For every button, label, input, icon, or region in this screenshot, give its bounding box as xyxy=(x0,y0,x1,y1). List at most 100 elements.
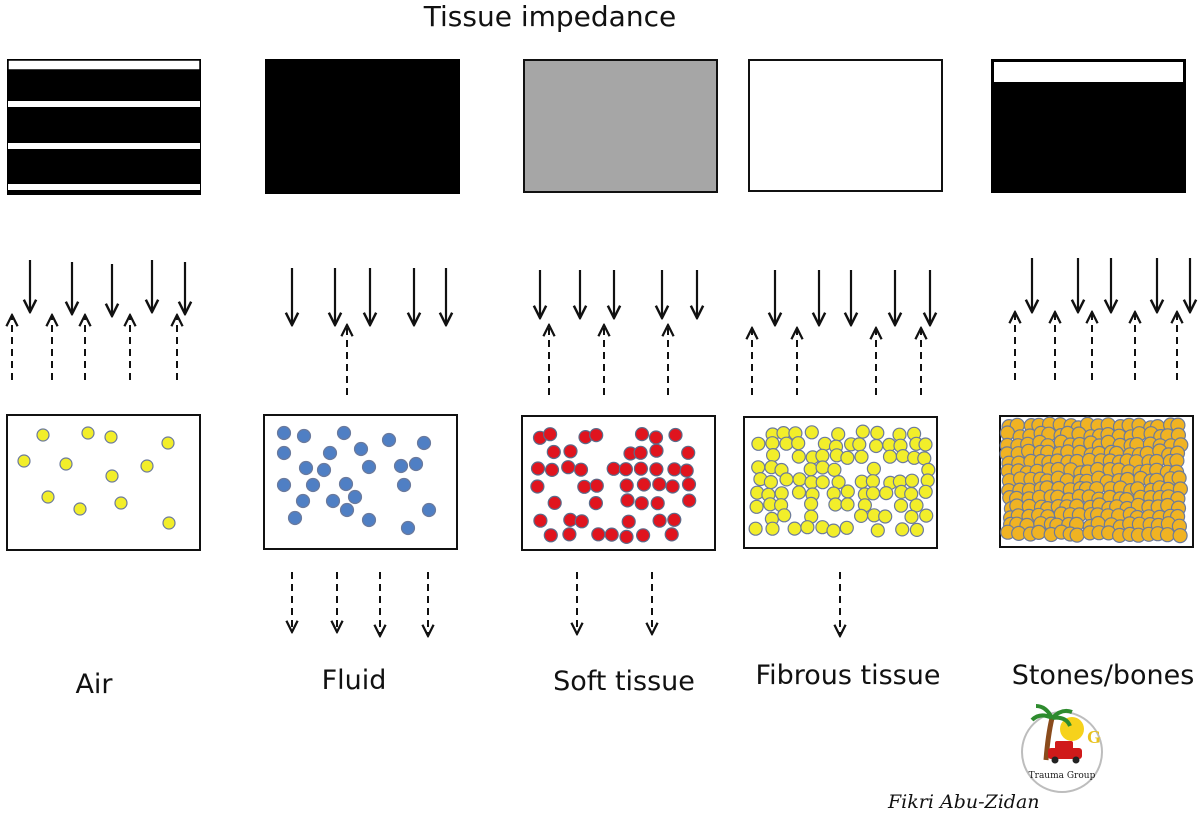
particle xyxy=(667,462,682,477)
particle xyxy=(298,460,314,476)
particle xyxy=(840,484,855,499)
particle xyxy=(36,428,50,442)
particle xyxy=(338,476,354,492)
particle xyxy=(530,461,546,476)
particle xyxy=(381,432,397,448)
particle xyxy=(791,485,807,500)
wave-arrows xyxy=(12,258,1190,636)
particle xyxy=(546,444,561,460)
particle xyxy=(854,449,869,464)
particle xyxy=(606,461,621,476)
particle xyxy=(865,486,881,501)
particle xyxy=(361,459,377,475)
particle xyxy=(827,462,842,477)
particle xyxy=(751,460,766,475)
logo-letter: G xyxy=(1087,727,1101,747)
particle xyxy=(339,502,355,518)
echogenicity-boxes xyxy=(7,59,1186,195)
particle xyxy=(866,461,882,476)
particle xyxy=(650,496,665,511)
particle xyxy=(1172,527,1188,544)
particle xyxy=(648,430,664,445)
particle xyxy=(561,460,576,475)
particle xyxy=(803,496,819,511)
particle xyxy=(777,508,792,523)
particle xyxy=(878,509,893,524)
particle xyxy=(621,514,636,529)
particle xyxy=(547,495,562,510)
particle xyxy=(296,428,312,444)
fibrous-tissue-particle-box xyxy=(743,416,938,549)
particle xyxy=(634,427,650,442)
particle xyxy=(633,461,649,476)
particle xyxy=(791,436,806,451)
particle xyxy=(162,516,176,530)
particle xyxy=(664,527,679,542)
particle xyxy=(682,493,697,508)
label-air: Air xyxy=(75,669,113,700)
particle xyxy=(1069,527,1085,543)
air-appearance-box xyxy=(7,59,201,195)
particle-boxes xyxy=(6,414,1194,551)
particle xyxy=(393,458,409,474)
particle xyxy=(815,448,830,463)
label-fluid: Fluid xyxy=(322,665,387,696)
label-fibrous-tissue: Fibrous tissue xyxy=(756,660,941,691)
particle xyxy=(543,528,558,543)
particle xyxy=(325,493,341,509)
fluid-particle-box xyxy=(263,414,458,550)
particle xyxy=(591,527,606,542)
particle xyxy=(322,445,338,461)
particle xyxy=(588,496,604,511)
stones-bones-appearance-box xyxy=(991,59,1186,193)
particle xyxy=(918,437,933,452)
particle xyxy=(893,498,909,513)
particle xyxy=(870,523,885,538)
particle xyxy=(574,514,589,529)
particle xyxy=(904,473,920,488)
particle xyxy=(161,436,175,450)
particle xyxy=(815,460,830,475)
particle xyxy=(918,484,933,499)
particle xyxy=(779,472,794,487)
particle xyxy=(104,430,118,444)
trauma-group-logo: G Trauma Group xyxy=(1021,704,1103,793)
particle xyxy=(347,489,363,505)
particle xyxy=(573,462,589,477)
particle xyxy=(667,512,682,527)
particle xyxy=(361,512,377,528)
particle xyxy=(618,462,634,477)
soft-tissue-appearance-box xyxy=(523,59,718,193)
particle xyxy=(562,527,577,542)
particle xyxy=(879,486,894,501)
particle xyxy=(620,493,635,508)
particle xyxy=(400,520,416,536)
author-signature: Fikri Abu-Zidan xyxy=(887,791,1040,813)
particle xyxy=(668,427,683,443)
particle xyxy=(904,509,919,525)
particle xyxy=(73,502,87,516)
particle xyxy=(276,425,292,441)
particle xyxy=(316,462,332,478)
particle xyxy=(619,529,634,545)
particle xyxy=(815,475,830,490)
particle xyxy=(140,459,154,473)
particle xyxy=(765,436,780,451)
particle xyxy=(17,454,31,468)
particle xyxy=(59,457,73,471)
particle xyxy=(408,456,424,472)
particle xyxy=(589,478,604,493)
particle xyxy=(81,426,95,440)
label-stones-bones: Stones/bones xyxy=(1012,660,1195,691)
particle xyxy=(826,523,841,538)
particle xyxy=(868,438,884,454)
particle xyxy=(336,425,352,441)
particle xyxy=(765,521,780,536)
particle xyxy=(828,497,843,512)
particle xyxy=(563,444,578,459)
particle xyxy=(749,499,764,514)
particle xyxy=(904,486,919,502)
particle xyxy=(774,486,789,501)
particle xyxy=(41,490,55,504)
